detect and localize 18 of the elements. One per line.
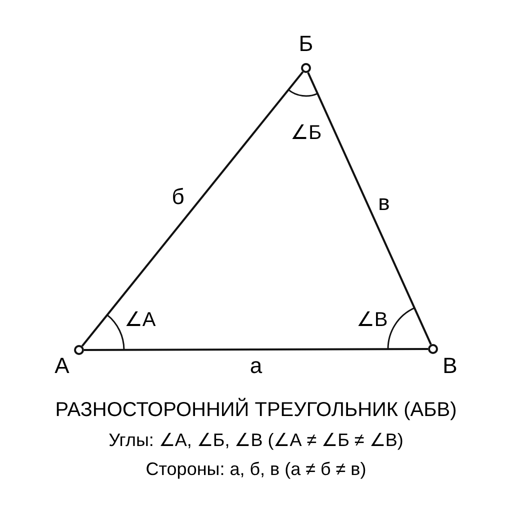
diagram-title: РАЗНОСТОРОННИЙ ТРЕУГОЛЬНИК (АБВ) — [55, 398, 457, 423]
angle-label: ∠А — [124, 310, 156, 330]
triangle-side — [307, 72, 432, 345]
side-label: в — [378, 192, 390, 214]
angle-label: ∠Б — [290, 123, 322, 143]
vertex-label: А — [54, 355, 70, 377]
triangle-side — [84, 348, 428, 351]
side-label: б — [172, 186, 184, 208]
angle-label: ∠В — [356, 310, 388, 330]
triangle-side — [81, 71, 304, 347]
description-line: Стороны: а, б, в (а ≠ б ≠ в) — [146, 458, 366, 480]
vertex-label: Б — [298, 33, 314, 55]
side-label: а — [250, 355, 262, 377]
vertex-label: В — [442, 355, 458, 377]
vertex-point — [74, 345, 84, 355]
description-line: Углы: ∠А, ∠Б, ∠В (∠А ≠ ∠Б ≠ ∠В) — [108, 429, 404, 452]
vertex-point — [428, 344, 438, 354]
vertex-point — [301, 63, 311, 73]
